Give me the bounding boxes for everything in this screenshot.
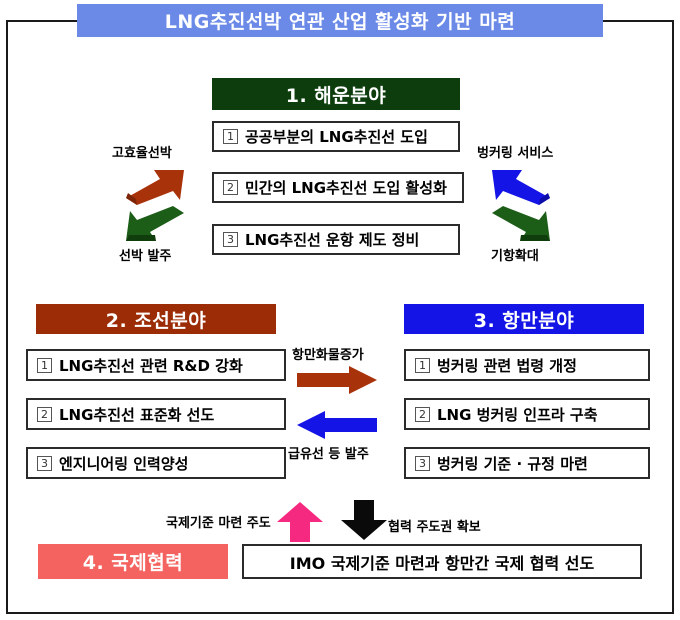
item-number: 1 [415, 357, 430, 373]
section-header-port-label: 3. 항만분야 [473, 309, 575, 332]
shipping-item-2: 2 민간의 LNG추진선 도입 활성화 [212, 172, 464, 203]
flow-label-port-call-expansion: 기항확대 [491, 249, 539, 264]
item-number: 3 [37, 455, 52, 471]
section-header-shipbuilding-label: 2. 조선분야 [105, 309, 207, 332]
flow-label-ship-order: 선박 발주 [119, 249, 172, 264]
section-header-shipbuilding: 2. 조선분야 [36, 304, 276, 334]
arrow-up-left-icon [490, 168, 552, 206]
section-header-shipping-label: 1. 해운분야 [285, 84, 387, 107]
flow-label-cargo-increase: 항만화물증가 [292, 348, 364, 363]
section-header-port: 3. 항만분야 [404, 304, 644, 334]
flow-label-high-efficiency-ship: 고효율선박 [112, 146, 172, 161]
flow-label-bunker-vessel-order: 급유선 등 발주 [288, 447, 369, 462]
item-number: 3 [415, 455, 430, 471]
item-label: LNG추진선 표준화 선도 [59, 405, 215, 424]
item-label: LNG추진선 운항 제도 정비 [245, 231, 420, 249]
port-item-2: 2 LNG 벙커링 인프라 구축 [404, 398, 650, 430]
shipbuilding-item-2: 2 LNG추진선 표준화 선도 [26, 398, 286, 430]
item-number: 1 [37, 357, 52, 373]
section-header-intl: 4. 국제협력 [38, 544, 228, 579]
arrow-up-right-icon [124, 168, 186, 206]
item-number: 2 [37, 406, 52, 422]
flow-label-bunkering-service: 벙커링 서비스 [477, 146, 554, 161]
item-label: 벙커링 기준 · 규정 마련 [437, 454, 588, 473]
arrow-down-icon [340, 500, 388, 540]
item-label: 엔지니어링 인력양성 [59, 454, 189, 473]
shipbuilding-item-3: 3 엔지니어링 인력양성 [26, 447, 286, 479]
item-number: 3 [223, 232, 238, 247]
item-number: 1 [223, 129, 238, 144]
item-label: 벙커링 관련 법령 개정 [437, 356, 577, 375]
arrow-down-right-icon [490, 205, 552, 243]
item-label: IMO 국제기준 마련과 항만간 국제 협력 선도 [289, 553, 595, 573]
section-header-intl-label: 4. 국제협력 [82, 552, 184, 574]
intl-item-1: IMO 국제기준 마련과 항만간 국제 협력 선도 [242, 544, 642, 579]
section-header-shipping: 1. 해운분야 [212, 78, 460, 110]
arrow-right-icon [297, 366, 379, 394]
shipping-item-3: 3 LNG추진선 운항 제도 정비 [212, 224, 460, 255]
item-number: 2 [415, 406, 430, 422]
arrow-up-icon [276, 502, 324, 542]
port-item-1: 1 벙커링 관련 법령 개정 [404, 349, 650, 381]
arrow-left-icon [297, 411, 379, 439]
item-number: 2 [223, 180, 238, 195]
arrow-down-left-icon [124, 205, 186, 243]
shipping-item-1: 1 공공부분의 LNG추진선 도입 [212, 121, 460, 152]
item-label: 민간의 LNG추진선 도입 활성화 [245, 179, 447, 197]
flow-label-intl-standard-lead: 국제기준 마련 주도 [166, 516, 271, 531]
flow-label-coop-initiative: 협력 주도권 확보 [388, 520, 481, 535]
item-label: LNG 벙커링 인프라 구축 [437, 405, 598, 424]
page-title: LNG추진선박 연관 산업 활성화 기반 마련 [164, 11, 516, 33]
diagram-title-bar: LNG추진선박 연관 산업 활성화 기반 마련 [77, 4, 603, 37]
shipbuilding-item-1: 1 LNG추진선 관련 R&D 강화 [26, 349, 286, 381]
item-label: LNG추진선 관련 R&D 강화 [59, 356, 243, 375]
item-label: 공공부분의 LNG추진선 도입 [245, 128, 428, 146]
port-item-3: 3 벙커링 기준 · 규정 마련 [404, 447, 650, 479]
